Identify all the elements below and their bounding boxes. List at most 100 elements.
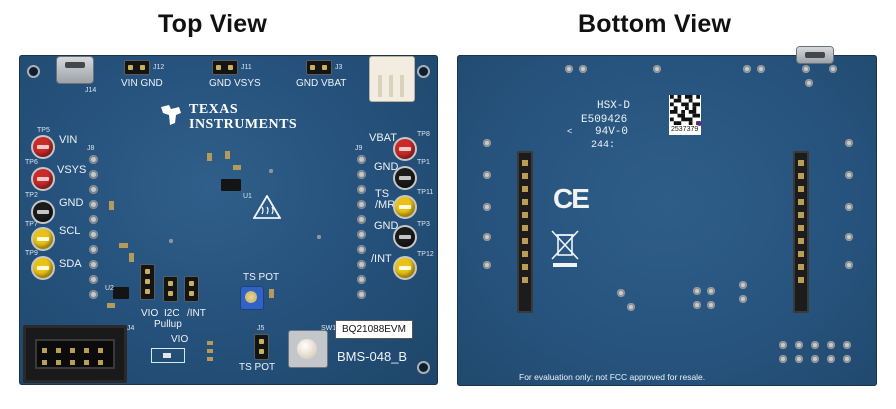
tp-id: TP3 bbox=[417, 221, 430, 228]
smd-component bbox=[233, 165, 241, 170]
part-number-label: BQ21088EVM bbox=[335, 320, 413, 339]
pad bbox=[843, 355, 851, 363]
label-gnd-vsys: GND VSYS bbox=[209, 78, 261, 89]
pullup-label-i2c: I2C bbox=[164, 308, 180, 319]
header-j8 bbox=[89, 155, 98, 305]
hsx-marking: HSX-D bbox=[597, 100, 631, 112]
tp-id: TP8 bbox=[417, 131, 430, 138]
mounting-hole bbox=[419, 67, 428, 76]
ref-u1: U1 bbox=[243, 193, 252, 200]
pad bbox=[805, 79, 813, 87]
pad bbox=[707, 301, 715, 309]
via bbox=[269, 169, 273, 173]
pad bbox=[829, 65, 837, 73]
pad bbox=[845, 261, 853, 269]
smd-component bbox=[129, 253, 134, 262]
pad bbox=[693, 301, 701, 309]
ref-j9: J9 bbox=[355, 145, 363, 152]
smd-component bbox=[207, 357, 213, 361]
ref-j8: J8 bbox=[87, 145, 95, 152]
top-view-board: J14 J12 VIN GND J11 GND VSYS J3 GND VBAT… bbox=[19, 55, 438, 385]
pad bbox=[845, 203, 853, 211]
label-vin-gnd: VIN GND bbox=[121, 78, 163, 89]
tp-label: /INT bbox=[371, 253, 392, 265]
tp-id: TP9 bbox=[25, 250, 38, 257]
usb-connector bbox=[57, 57, 93, 83]
qr-pattern-icon bbox=[670, 95, 700, 125]
pad bbox=[779, 341, 787, 349]
testpoint-vsys bbox=[33, 169, 53, 189]
smd-component bbox=[207, 341, 213, 345]
pad bbox=[483, 203, 491, 211]
pad bbox=[811, 341, 819, 349]
pad bbox=[653, 65, 661, 73]
tp-label: GND bbox=[374, 220, 399, 232]
pad bbox=[779, 355, 787, 363]
jumper-vio bbox=[141, 265, 154, 299]
pad bbox=[757, 65, 765, 73]
bottom-view-board: HSX-D E509426 ˂ 94V-0 244: 2537379 bbox=[457, 47, 877, 386]
pad bbox=[483, 233, 491, 241]
pad bbox=[795, 341, 803, 349]
mounting-hole bbox=[419, 363, 428, 372]
ref-u2: U2 bbox=[105, 285, 114, 292]
ul-file-number: E509426 bbox=[581, 114, 628, 126]
socket-header-left bbox=[517, 151, 533, 313]
pad bbox=[811, 355, 819, 363]
tp-id: TP1 bbox=[417, 159, 430, 166]
tp-id: TP5 bbox=[37, 127, 50, 134]
testpoint-ts-mr bbox=[395, 197, 415, 217]
ts-pot-jumper-label: TS POT bbox=[239, 362, 276, 373]
tp-id: TP11 bbox=[417, 189, 434, 196]
ul-recognized-icon: ˂ bbox=[567, 126, 573, 136]
tp-label: GND bbox=[374, 161, 399, 173]
ref-j4: J4 bbox=[127, 325, 135, 332]
bottom-view-title: Bottom View bbox=[578, 10, 732, 38]
via-marker bbox=[697, 121, 702, 126]
ref-j12: J12 bbox=[153, 64, 165, 71]
header-j9 bbox=[357, 155, 366, 305]
tp-id: TP7 bbox=[25, 221, 38, 228]
tp-label: VIN bbox=[59, 134, 78, 146]
jumper-i2c bbox=[164, 277, 177, 301]
ce-mark: CE bbox=[553, 183, 590, 214]
mounting-hole bbox=[29, 67, 38, 76]
testpoint-scl bbox=[33, 229, 53, 249]
pad bbox=[743, 65, 751, 73]
pad bbox=[693, 287, 701, 295]
board-id-label: BMS-048_B bbox=[337, 349, 408, 364]
ref-j5: J5 bbox=[257, 325, 265, 332]
weee-crossed-bin-icon bbox=[551, 230, 579, 267]
testpoint-int bbox=[395, 258, 415, 278]
pad bbox=[483, 139, 491, 147]
texas-instruments-logo-icon bbox=[161, 105, 181, 125]
fcc-disclaimer: For evaluation only; not FCC approved fo… bbox=[519, 372, 706, 382]
pullup-label-int: /INT bbox=[187, 308, 206, 319]
via bbox=[169, 239, 173, 243]
pad bbox=[565, 65, 573, 73]
tp-label: SCL bbox=[59, 225, 81, 237]
ref-j11: J11 bbox=[241, 64, 252, 71]
smd-component bbox=[207, 349, 213, 353]
ts-pot-label: TS POT bbox=[243, 272, 280, 283]
qr-code bbox=[669, 95, 701, 125]
top-view-title: Top View bbox=[158, 10, 268, 38]
ic-u1 bbox=[221, 179, 241, 191]
jumper-j12 bbox=[125, 61, 149, 74]
pad bbox=[483, 171, 491, 179]
tp-id: TP6 bbox=[25, 159, 38, 166]
flammability-rating: 94V-0 bbox=[595, 126, 629, 138]
led-d1 bbox=[163, 353, 171, 358]
pad bbox=[483, 261, 491, 269]
pad bbox=[843, 341, 851, 349]
testpoint-sda bbox=[33, 258, 53, 278]
pad bbox=[845, 171, 853, 179]
hot-surface-warning-icon bbox=[253, 195, 281, 219]
led-outline bbox=[151, 348, 185, 363]
pad bbox=[795, 355, 803, 363]
jumper-int bbox=[185, 277, 198, 301]
label-gnd-vbat: GND VBAT bbox=[296, 78, 347, 89]
usb-connector-bottom bbox=[797, 47, 833, 63]
battery-connector bbox=[370, 57, 414, 101]
via bbox=[317, 235, 321, 239]
